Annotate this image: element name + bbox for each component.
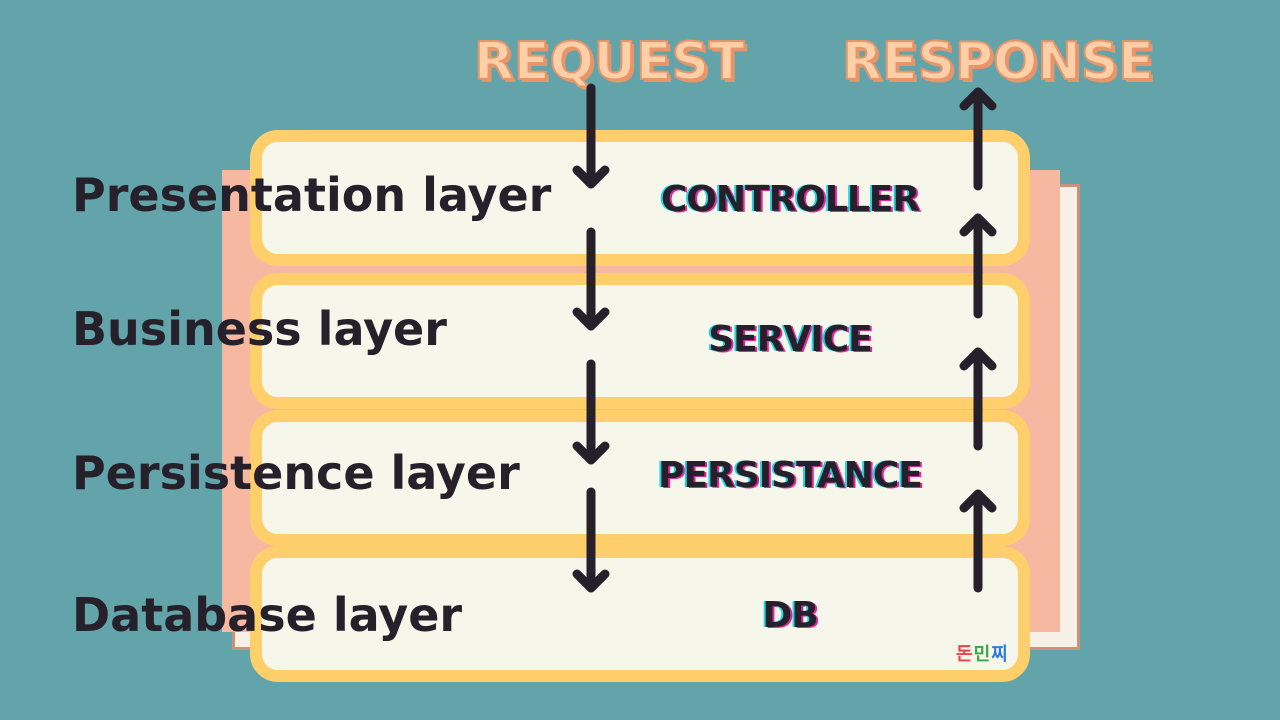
response-title: RESPONSE xyxy=(841,32,1155,92)
layer-label-presentation: Presentation layer xyxy=(72,168,552,222)
request-arrow-3 xyxy=(572,359,610,465)
layer-box-database xyxy=(250,546,1030,682)
request-arrow-1 xyxy=(572,83,610,189)
watermark-logo: 돈민찌 xyxy=(956,640,1009,666)
response-arrow-2 xyxy=(959,213,997,319)
request-title: REQUEST xyxy=(473,32,745,92)
request-arrow-2 xyxy=(572,227,610,331)
component-service: SERVICE xyxy=(708,319,873,360)
response-arrow-1 xyxy=(959,87,997,191)
request-arrow-4 xyxy=(572,487,610,593)
layer-label-business: Business layer xyxy=(72,302,447,356)
component-persistance: PERSISTANCE xyxy=(658,455,923,496)
response-arrow-4 xyxy=(959,489,997,593)
component-controller: CONTROLLER xyxy=(660,179,920,220)
layer-label-persistence: Persistence layer xyxy=(72,446,520,500)
response-arrow-3 xyxy=(959,347,997,451)
layer-box-presentation xyxy=(250,130,1030,266)
watermark-part-2: 민 xyxy=(973,644,992,665)
watermark-part-1: 돈 xyxy=(956,644,974,665)
layer-box-business xyxy=(250,273,1030,409)
component-db: DB xyxy=(762,595,818,636)
watermark-part-3: 찌 xyxy=(991,644,1009,665)
layer-box-persistence xyxy=(250,410,1030,546)
layer-label-database: Database layer xyxy=(72,588,463,642)
